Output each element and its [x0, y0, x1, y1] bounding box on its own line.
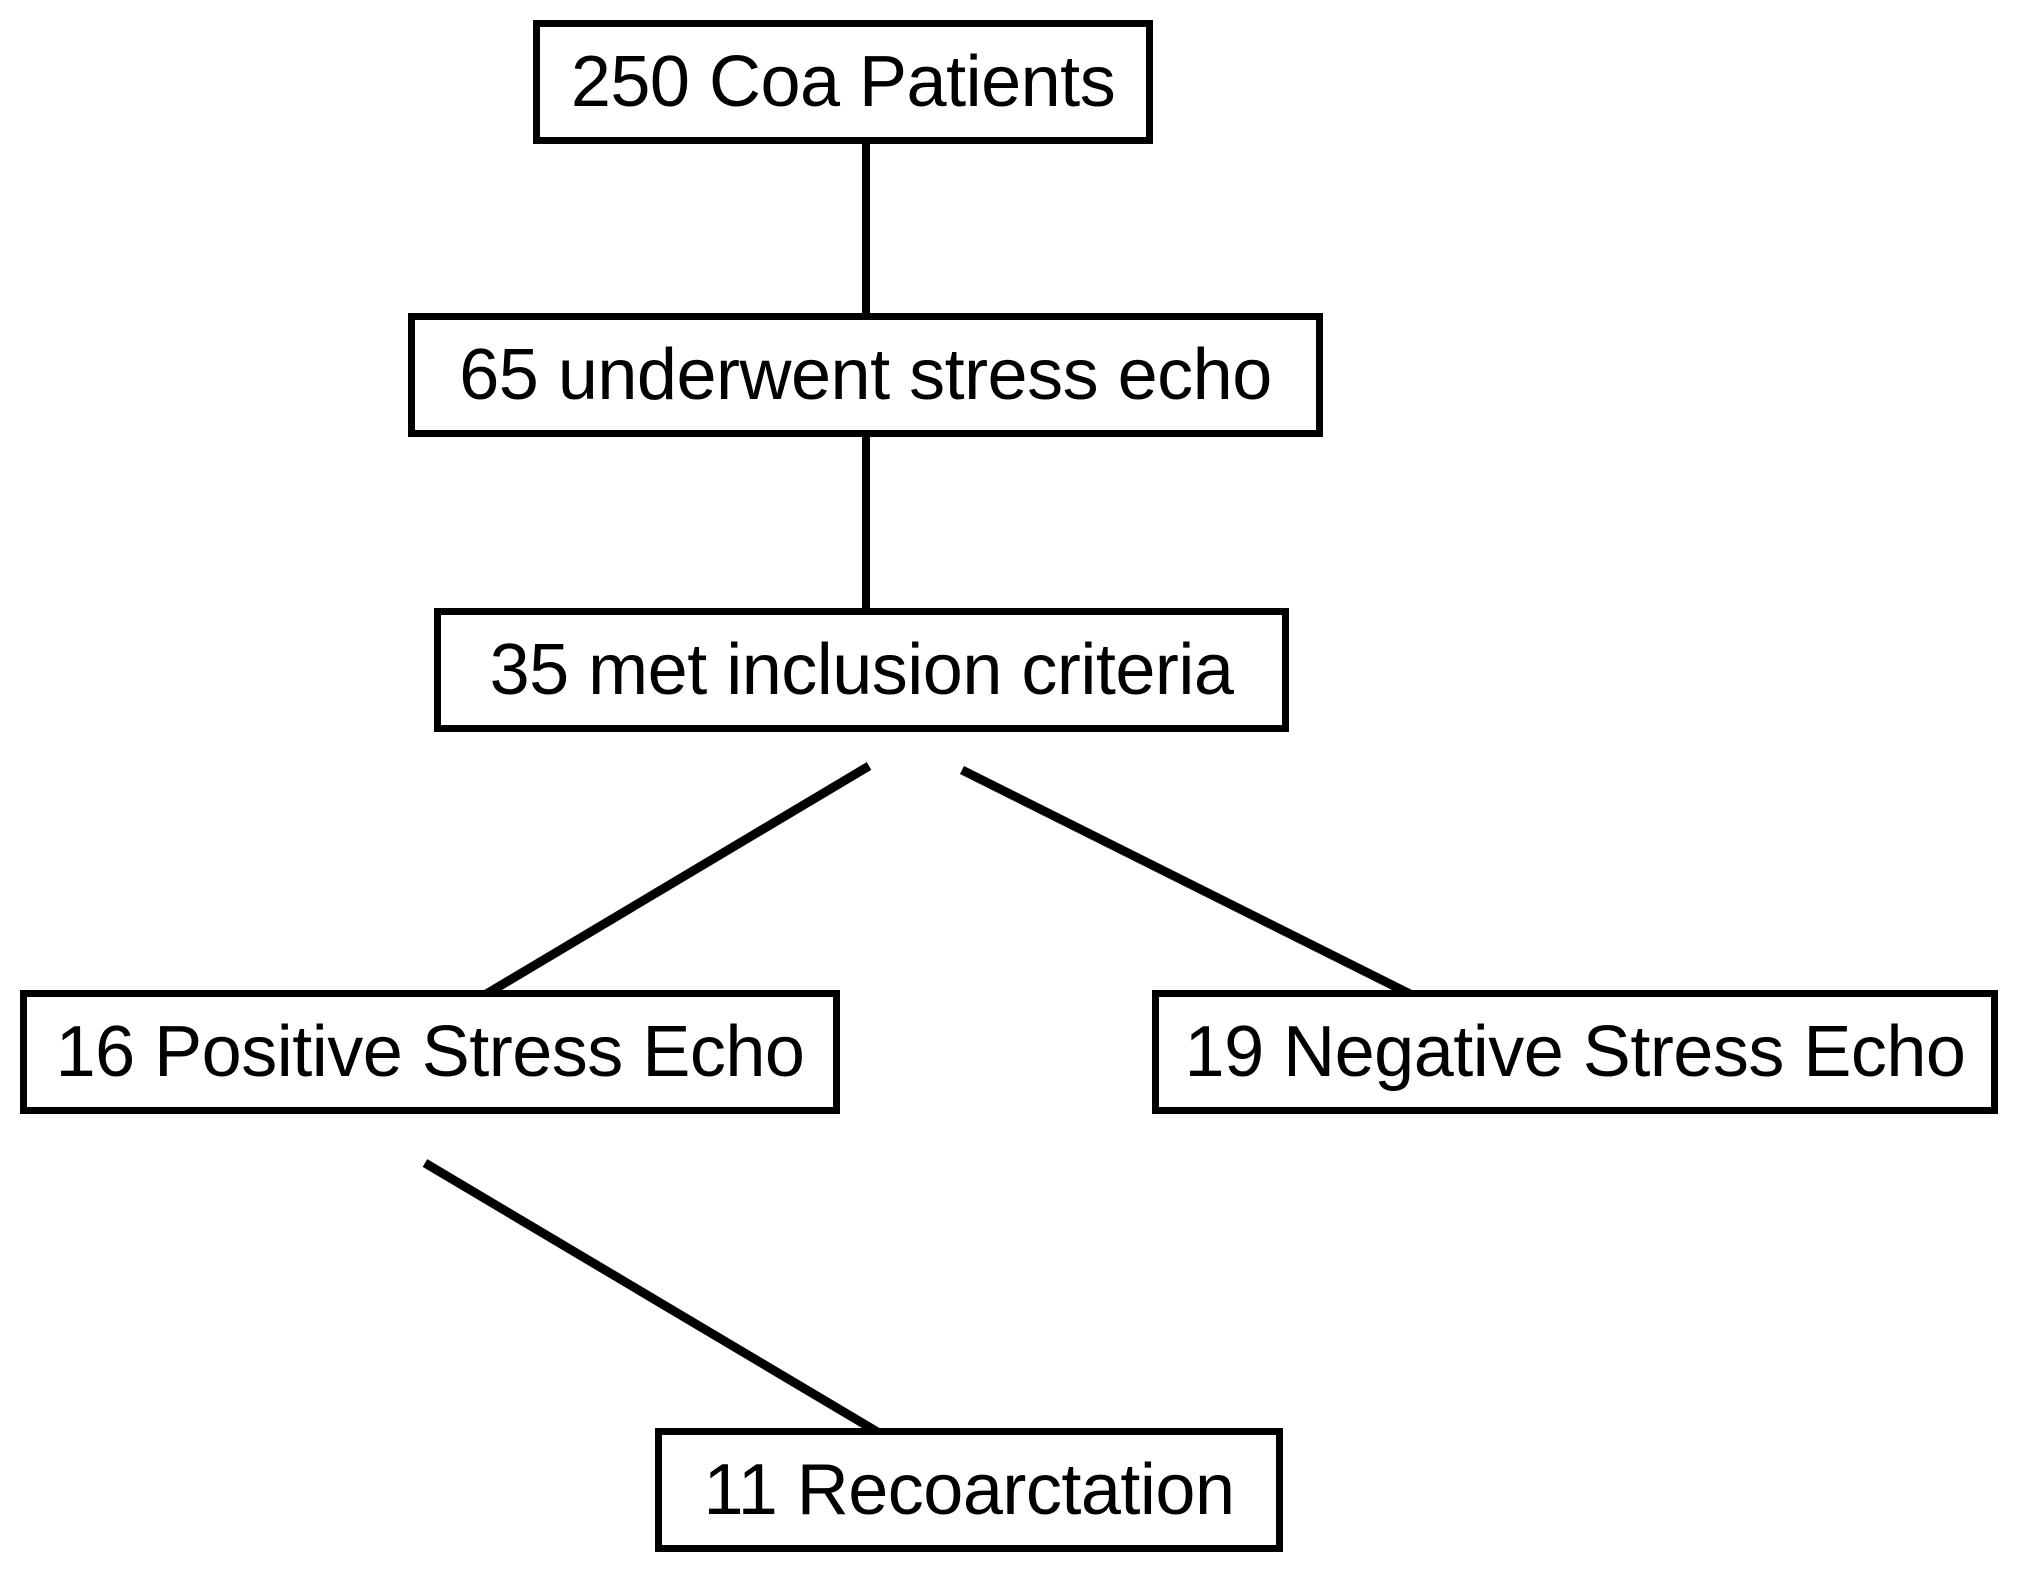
connector-inclusion-to-positive-echo [480, 762, 872, 1000]
connector-positive-echo-to-recoarctation [422, 1159, 899, 1447]
node-label-stress-echo: 65 underwent stress echo [459, 335, 1272, 415]
node-label-inclusion-criteria: 35 met inclusion criteria [489, 630, 1234, 710]
node-label-recoarctation: 11 Recoarctation [703, 1450, 1235, 1530]
node-inclusion-criteria[interactable]: 35 met inclusion criteria [434, 608, 1289, 732]
node-negative-stress-echo[interactable]: 19 Negative Stress Echo [1152, 990, 1998, 1114]
node-label-coa-patients: 250 Coa Patients [570, 42, 1116, 122]
node-label-negative-stress-echo: 19 Negative Stress Echo [1184, 1012, 1966, 1092]
node-label-positive-stress-echo: 16 Positive Stress Echo [55, 1012, 805, 1092]
node-positive-stress-echo[interactable]: 16 Positive Stress Echo [20, 990, 840, 1114]
node-stress-echo[interactable]: 65 underwent stress echo [408, 313, 1323, 437]
node-coa-patients[interactable]: 250 Coa Patients [533, 20, 1153, 144]
node-recoarctation[interactable]: 11 Recoarctation [655, 1428, 1283, 1552]
connector-inclusion-to-negative-echo [959, 765, 1423, 1004]
